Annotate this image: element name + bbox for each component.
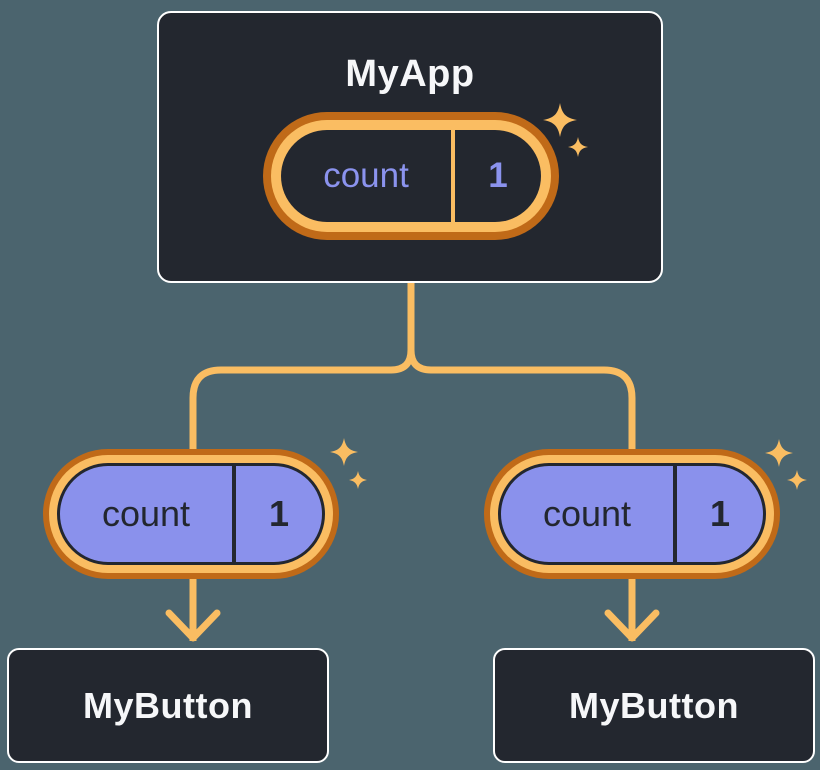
sparkle-icon [765,439,793,467]
state-pill-body: count 1 [281,130,541,222]
sparkle-icon [349,471,367,489]
component-box-mybutton-left: MyButton [7,648,329,763]
pill-divider [673,466,677,562]
component-box-mybutton-right: MyButton [493,648,815,763]
sparkle-icon [330,438,358,466]
state-name: count [323,156,409,195]
prop-pill-body: count 1 [57,463,325,565]
component-title: MyButton [83,684,253,726]
state-value: 1 [488,156,508,195]
prop-pill-ring: count 1 [49,455,333,573]
sparkle-icon [787,470,807,490]
prop-pill-left: count 1 [43,449,339,579]
pill-divider [451,130,455,222]
prop-pill-ring: count 1 [490,455,774,573]
state-pill: count 1 [263,112,559,240]
state-pill-ring: count 1 [271,120,551,232]
prop-pill-right: count 1 [484,449,780,579]
prop-value: 1 [709,493,731,534]
arrow-down-icon [604,609,660,642]
prop-value: 1 [268,493,290,534]
prop-name: count [101,493,191,534]
component-title: MyApp [345,53,475,95]
prop-name: count [542,493,632,534]
component-title: MyButton [569,684,739,726]
prop-pill-body: count 1 [498,463,766,565]
arrow-down-icon [165,609,221,642]
